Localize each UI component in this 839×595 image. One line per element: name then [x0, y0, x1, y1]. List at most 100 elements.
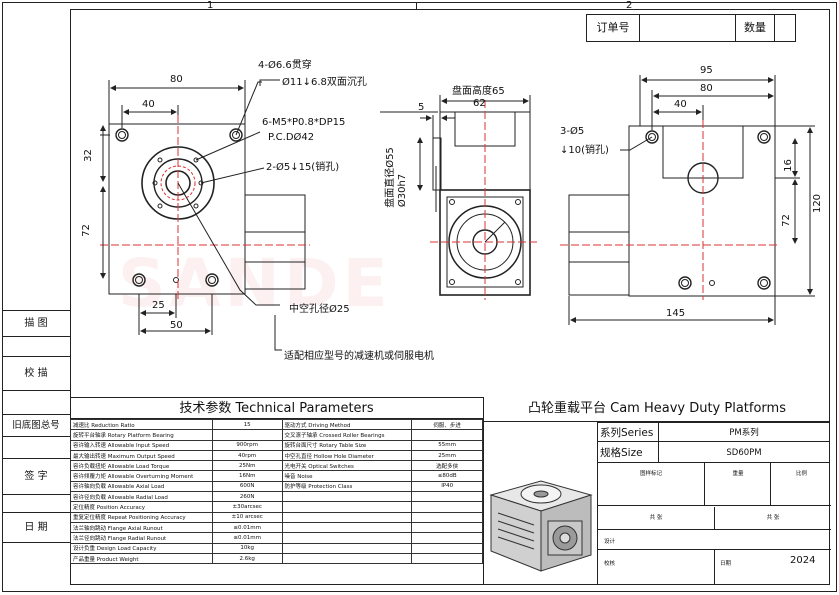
side-cell-sign: 签 字: [2, 458, 70, 494]
spec-cell: ±30arcsec: [211, 501, 283, 513]
dim-side-62: 62: [473, 98, 486, 109]
spec-cell: 25mm: [411, 449, 483, 462]
spec-cell: 10kg: [211, 542, 283, 554]
spec-cell: 定位精度 Position Accuracy: [70, 501, 213, 513]
spec-cell: [411, 501, 483, 513]
side-cell-blank5: [2, 542, 70, 590]
spec-cell: IP40: [411, 480, 483, 493]
anno-hollow-bore: 中空孔径Ø25: [289, 304, 350, 315]
spec-cell: 减速比 Reduction Ratio: [70, 418, 213, 431]
dim-side-d55: 盘面直径Ø55: [384, 147, 396, 208]
spec-cell: [281, 521, 413, 534]
spec-cell: 容许负载扭矩 Allowable Load Torque: [70, 460, 213, 472]
side-cell-blank3: [2, 436, 70, 458]
spec-cell: 容许径向负载 Allowable Radial Load: [70, 491, 213, 503]
dim-front-80: 80: [170, 74, 183, 85]
side-cell-date: 日 期: [2, 512, 70, 542]
spec-cell: 25Nm: [211, 460, 283, 472]
anno-pin-holes: 2-Ø5↓15(销孔): [266, 162, 340, 173]
dim-front-72: 72: [80, 224, 92, 237]
col-header-marking: 图样标记: [639, 471, 662, 477]
spec-cell: [411, 429, 483, 441]
col-header-weight: 重量: [704, 463, 771, 485]
spec-row: 旋转平台轴承 Rotary Platform Bearing 交叉滚子轴承 Cro…: [70, 429, 483, 441]
spec-cell: 重复定位精度 Repeat Positioning Accuracy: [70, 511, 213, 523]
spec-cell: ±10 arcsec: [211, 511, 283, 523]
front-motor-adapter: [244, 194, 306, 290]
spec-cell: 16Nm: [211, 470, 283, 482]
spec-row: 定位精度 Position Accuracy±30arcsec: [70, 501, 483, 513]
dim-right-40: 40: [674, 99, 687, 110]
zone-number-2: 2: [626, 0, 633, 11]
spec-cell: ≤80dB: [411, 470, 483, 482]
design-label: 设计: [604, 539, 616, 545]
dim-right-120: 120: [812, 193, 824, 214]
title-block: 凸轮重载平台 Cam Heavy Duty Platforms 系列Series…: [483, 397, 831, 585]
spec-title: 技术参数 Technical Parameters: [70, 397, 483, 419]
spec-cell: 15: [211, 418, 283, 431]
check-label: 校核: [604, 561, 616, 567]
spec-cell: 55mm: [411, 439, 483, 451]
qty-label: 数量: [735, 15, 775, 41]
date-label: 日期: [720, 561, 732, 567]
dim-side-d30h7: Ø30h7: [397, 173, 409, 208]
spec-cell: 容许输入转速 Allowable Input Speed: [70, 439, 213, 451]
side-cell-blank4: [2, 494, 70, 512]
spec-cell: [411, 542, 483, 554]
spec-cell: 最大输出转速 Maximum Output Speed: [70, 449, 213, 462]
approval-upper: 图样标记 重量 比例 共 张 共 张: [598, 463, 831, 559]
spec-cell: 设计负重 Design Load Capacity: [70, 542, 213, 554]
dim-side-disc-height: 盘面高度65: [452, 86, 505, 97]
spec-cell: 40rpm: [211, 449, 283, 462]
zone-divider: [416, 2, 417, 10]
spec-cell: [281, 552, 413, 565]
spec-cell: 600N: [211, 480, 283, 493]
col-header-scale: 比例: [770, 463, 832, 485]
spec-cell: [281, 491, 413, 503]
approval-grid: 图样标记 重量 比例 共 张 共 张 设计 校核 日期 2024: [597, 463, 831, 585]
dim-right-72: 72: [780, 214, 792, 227]
dim-right-16: 16: [782, 159, 794, 172]
spec-cell: 交叉滚子轴承 Crossed Roller Bearings: [281, 429, 413, 441]
order-no-label: 订单号: [587, 15, 640, 41]
side-cell-blank2: [2, 390, 70, 414]
dim-side-5: 5: [418, 102, 425, 113]
spec-cell: 容许轴向负载 Allowable Axial Load: [70, 480, 213, 493]
dim-front-40: 40: [142, 99, 155, 110]
year-value: 2024: [790, 555, 816, 566]
spec-cell: [411, 552, 483, 565]
spec-cell: 防护等级 Protection Class: [281, 480, 413, 493]
series-label: 系列Series: [597, 422, 659, 442]
spec-size-label: 规格Size: [597, 441, 659, 463]
spec-cell: 驱动方式 Driving Method: [281, 418, 413, 431]
spec-cell: 旋转平台轴承 Rotary Platform Bearing: [70, 429, 213, 441]
right-body-outline: [628, 125, 776, 297]
anno-motor-note: 适配相应型号的减速机或伺服电机: [284, 351, 434, 362]
spec-cell: [411, 532, 483, 544]
spec-cell: 选配多侠: [411, 460, 483, 472]
dim-right-80: 80: [700, 83, 713, 94]
spec-cell: 2.6kg: [211, 552, 283, 565]
spec-cell: [281, 511, 413, 523]
dim-front-25: 25: [152, 300, 165, 311]
spec-cell: [281, 542, 413, 554]
drawing-frame: [70, 9, 830, 585]
spec-cell: 法兰轴向跳动 Flange Axial Runout: [70, 521, 213, 534]
spec-cell: 900rpm: [211, 439, 283, 451]
spec-cell: 中空孔直径 Hollow Hole Diameter: [281, 449, 413, 462]
spec-size-value: SD60PM: [659, 441, 830, 463]
dim-front-32: 32: [82, 149, 94, 162]
spec-row: 重复定位精度 Repeat Positioning Accuracy±10 ar…: [70, 511, 483, 523]
dim-right-145: 145: [666, 308, 686, 319]
spec-cell: [281, 501, 413, 513]
anno-pin-holes-right-b: ↓10(销孔): [560, 145, 609, 156]
spec-cell: [411, 521, 483, 534]
anno-pin-holes-right-a: 3-Ø5: [560, 126, 585, 137]
